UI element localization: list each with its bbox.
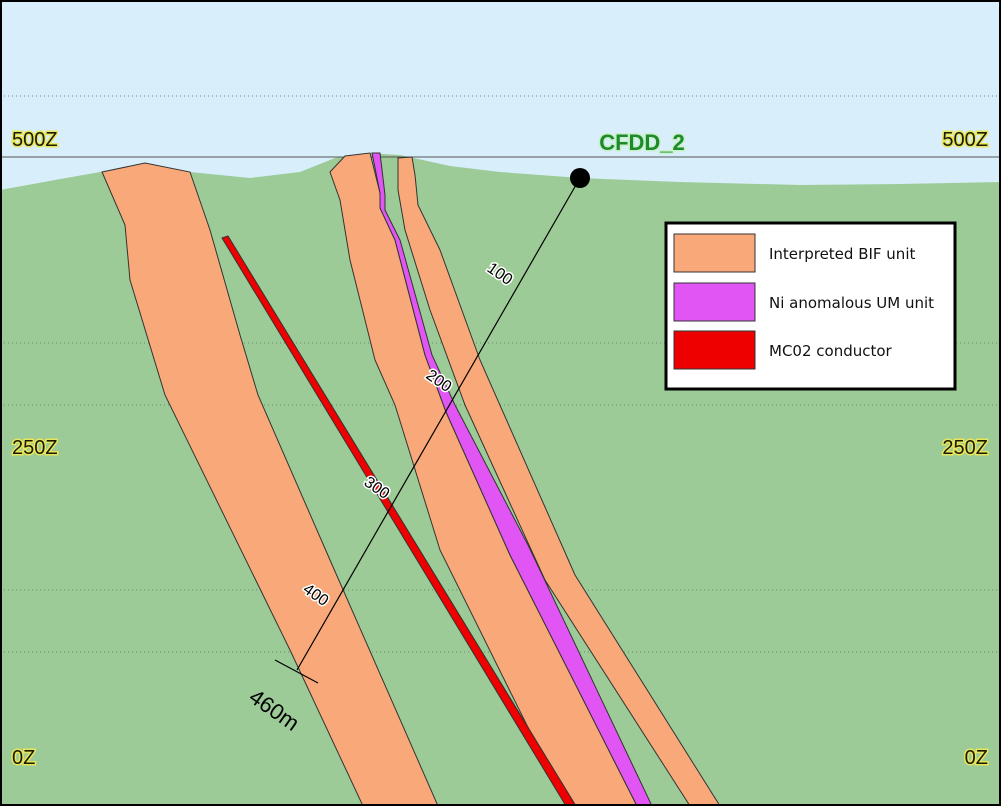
level-label-0z-left: 0Z xyxy=(12,747,35,769)
legend-label-bif: Interpreted BIF unit xyxy=(769,245,915,263)
legend-swatch-um xyxy=(674,283,755,321)
level-label-250z-right: 250Z xyxy=(942,437,988,459)
level-label-500z-right: 500Z xyxy=(942,129,988,151)
legend-swatch-bif xyxy=(674,234,755,272)
legend-label-conductor: MC02 conductor xyxy=(769,342,893,360)
legend-swatch-conductor xyxy=(674,331,755,369)
drillhole-name: CFDD_2 xyxy=(599,130,685,155)
level-label-0z-right: 0Z xyxy=(965,747,988,769)
level-label-500z-left: 500Z xyxy=(12,129,58,151)
legend: Interpreted BIF unit Ni anomalous UM uni… xyxy=(666,223,955,389)
legend-label-um: Ni anomalous UM unit xyxy=(769,294,934,312)
level-label-250z-left: 250Z xyxy=(12,437,58,459)
drillhole-collar xyxy=(570,168,590,188)
